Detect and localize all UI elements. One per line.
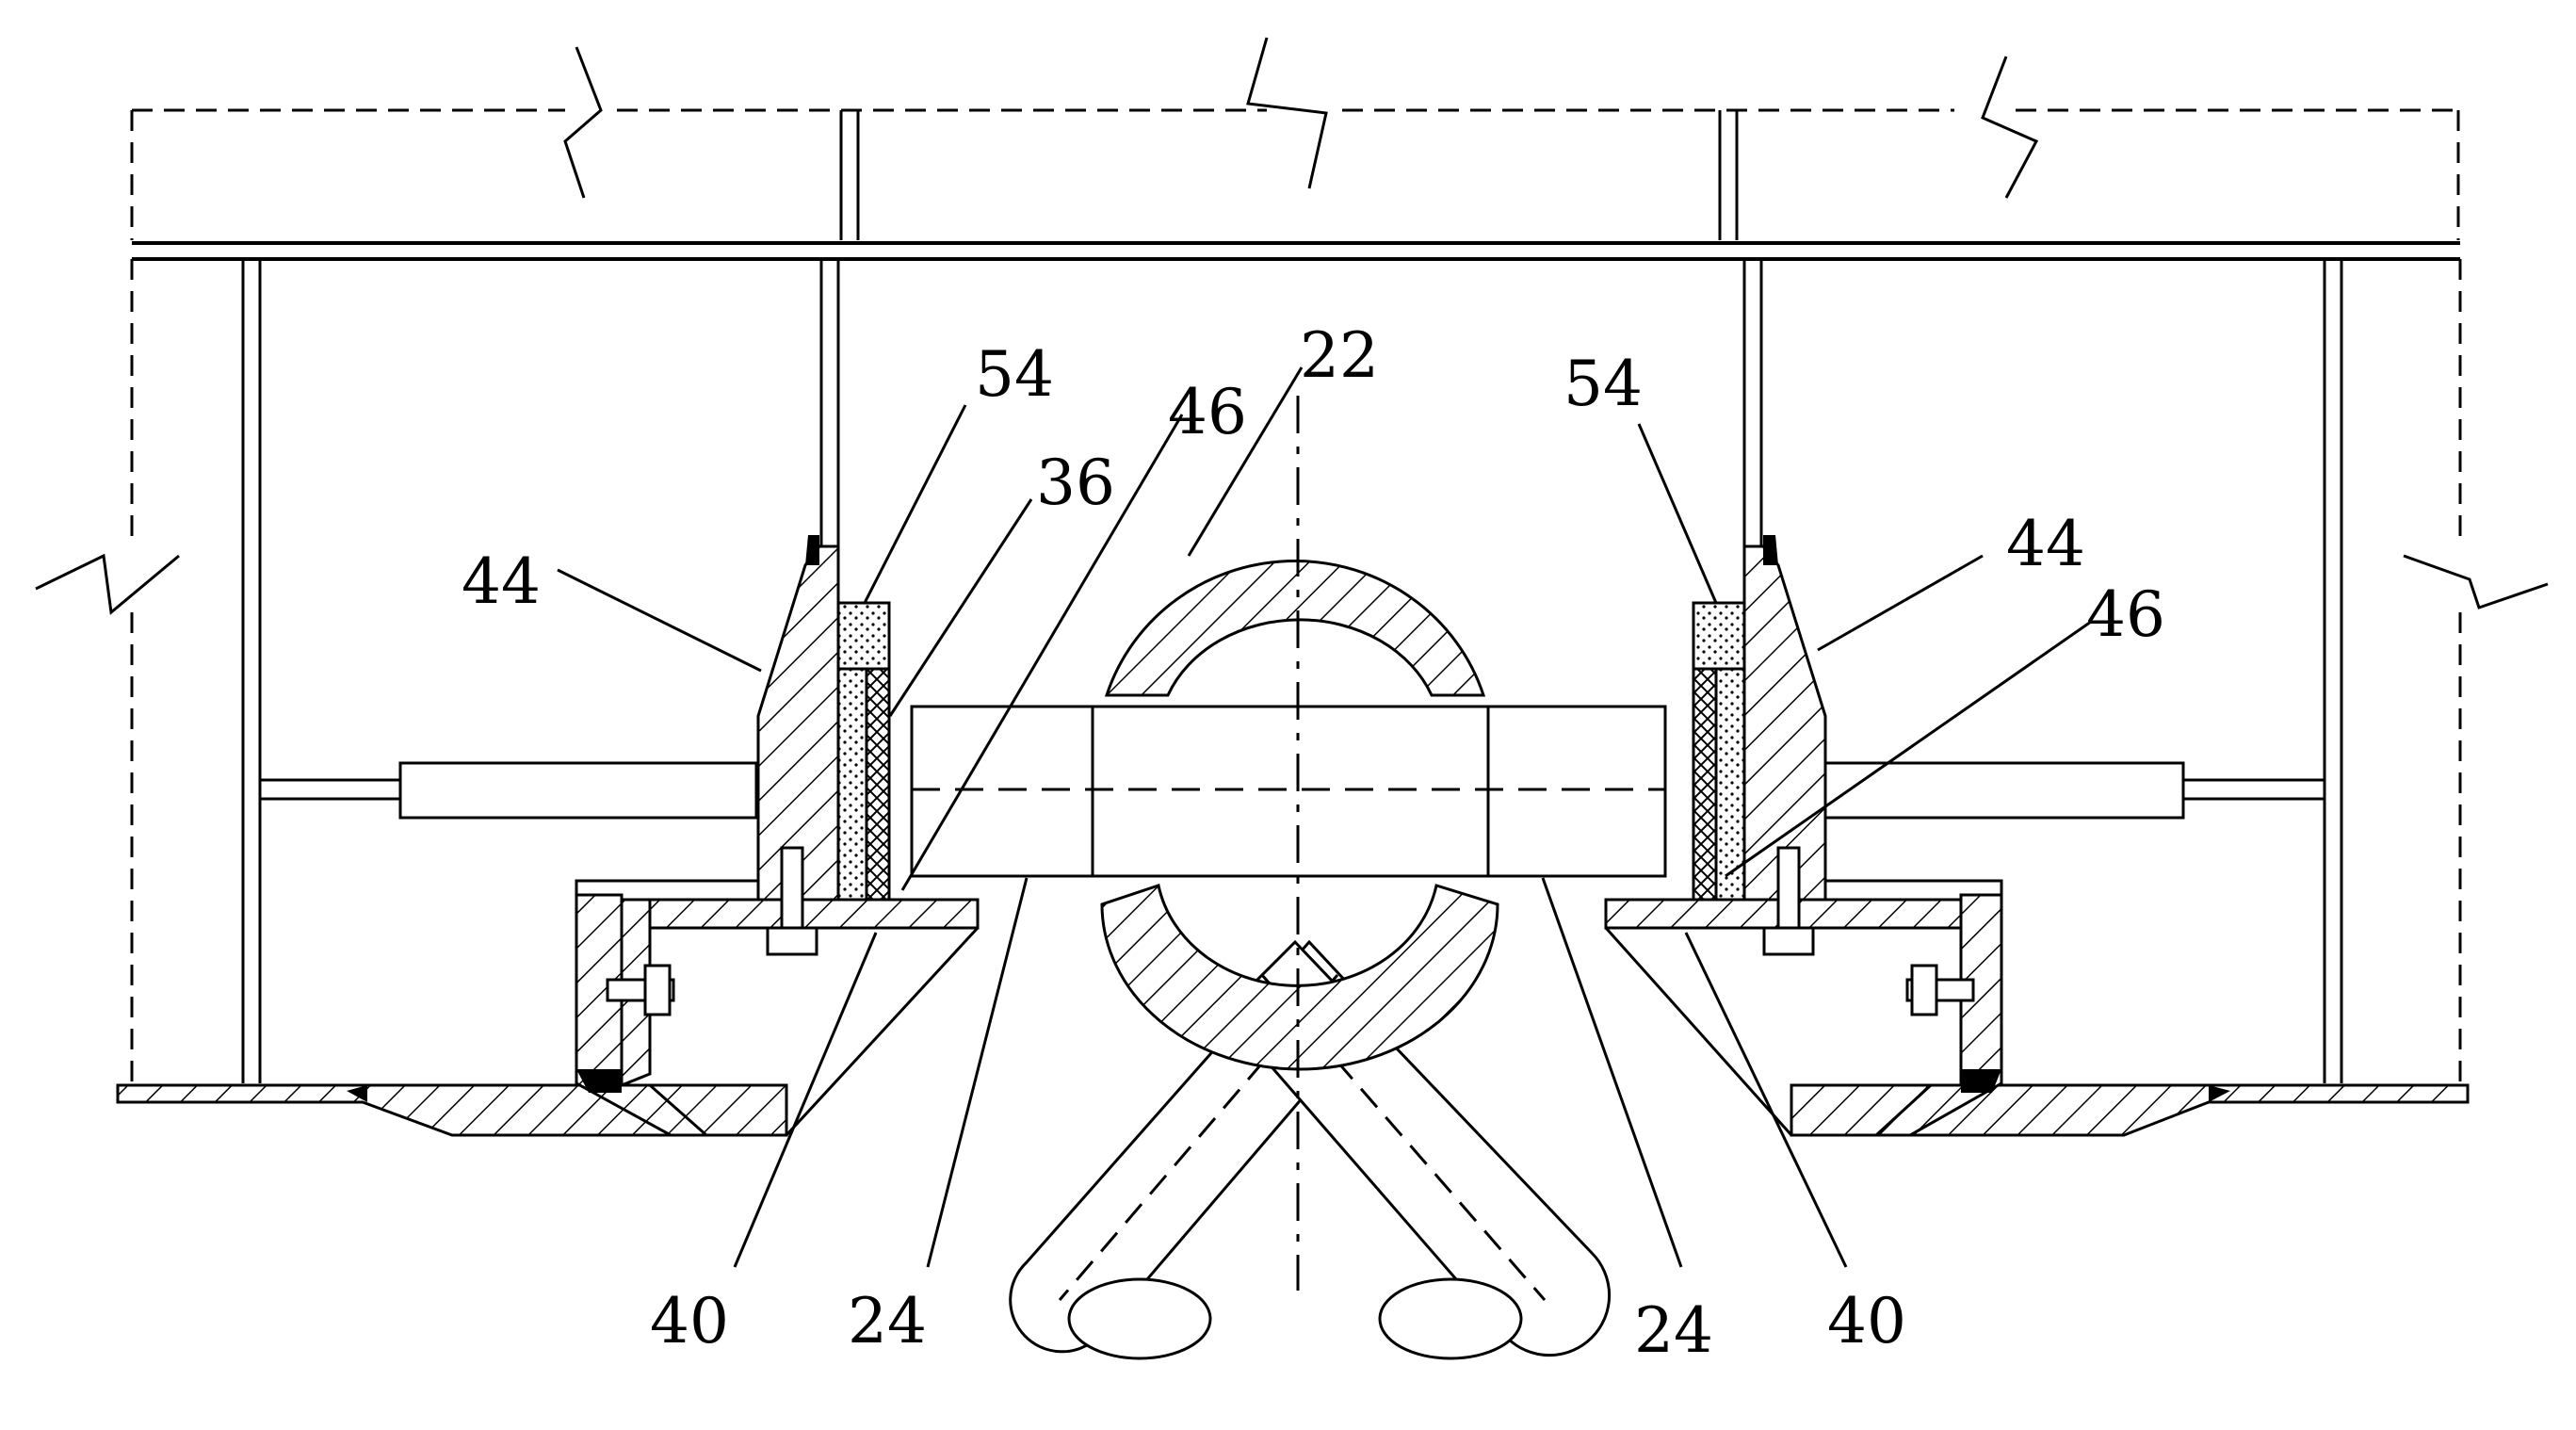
tie-rod-sleeve-left — [400, 763, 756, 818]
pipe-left-end — [1069, 1279, 1210, 1358]
packing-46-left — [867, 669, 889, 900]
label-54-right: 54 — [1563, 348, 1643, 420]
label-46-right: 46 — [2086, 578, 2165, 651]
label-24-left: 24 — [848, 1285, 927, 1357]
leader-44-left — [558, 570, 761, 671]
label-40-left: 40 — [650, 1285, 729, 1357]
seal-54-right — [1693, 603, 1744, 669]
seal-54-left — [838, 603, 889, 669]
weld-right-top — [1763, 535, 1778, 565]
label-54-left: 54 — [975, 338, 1054, 411]
packing-46-right — [1693, 669, 1716, 900]
leader-44-right — [1818, 556, 1983, 650]
tube-22-upper-ring — [1107, 561, 1483, 695]
label-22: 22 — [1300, 319, 1379, 392]
leader-54-right — [1639, 424, 1716, 603]
weld-left-top — [805, 535, 819, 565]
side-break-right — [2404, 556, 2548, 608]
label-44-right: 44 — [2006, 508, 2085, 580]
packing-36-left — [838, 669, 867, 900]
leader-54-left — [865, 405, 965, 603]
label-44-left: 44 — [462, 545, 541, 618]
tie-rod-sleeve-right — [1825, 763, 2183, 818]
top-beam — [132, 243, 2460, 259]
label-46-left: 46 — [1168, 376, 1247, 448]
break-mark-right — [1983, 57, 2036, 198]
pipe-right-end — [1380, 1279, 1521, 1358]
central-block — [912, 707, 1665, 876]
leader-24-left — [928, 878, 1027, 1267]
brace-left — [786, 928, 978, 1135]
label-40-right: 40 — [1827, 1285, 1906, 1357]
break-mark-center — [1248, 38, 1326, 188]
label-24-right: 24 — [1634, 1294, 1713, 1367]
side-break-left — [36, 556, 179, 612]
upper-frame — [132, 38, 2458, 240]
break-mark-left — [565, 47, 601, 198]
leader-36 — [890, 499, 1031, 716]
upper-frame-verticals — [841, 110, 1737, 240]
label-36: 36 — [1036, 447, 1115, 519]
